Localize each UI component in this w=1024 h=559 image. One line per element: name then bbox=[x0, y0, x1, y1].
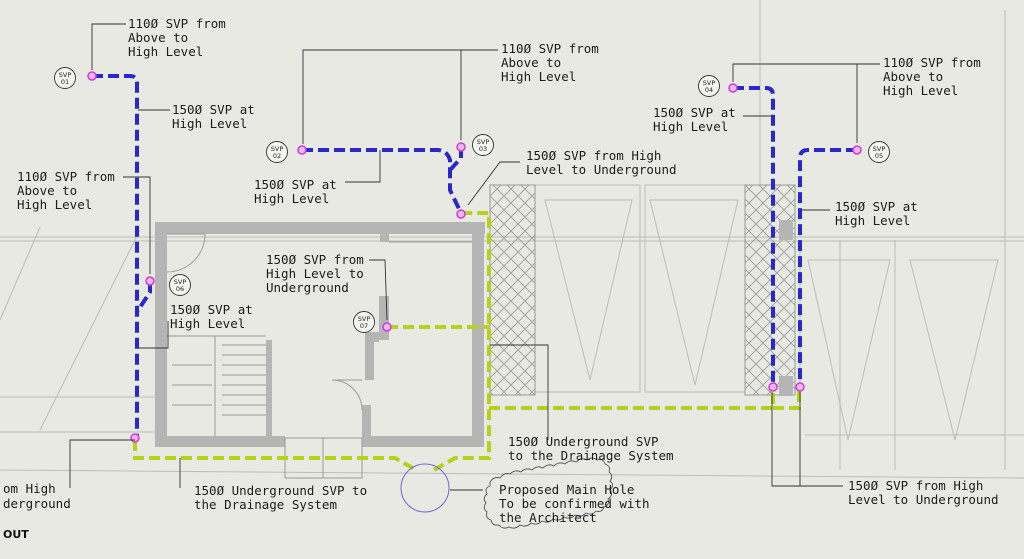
svp05-marker bbox=[852, 145, 862, 155]
underground-run-main bbox=[133, 440, 417, 472]
svp03-marker bbox=[456, 142, 466, 152]
svp05-base-marker bbox=[795, 382, 805, 392]
svp01-base-marker bbox=[130, 433, 140, 443]
proposed-main-hole bbox=[400, 463, 450, 513]
annotation-bottom-left-cut: OUT bbox=[3, 528, 29, 541]
svp01-marker bbox=[87, 71, 97, 81]
svp03-base-marker bbox=[456, 209, 466, 219]
svp-markers bbox=[87, 71, 862, 443]
svp04-base-marker bbox=[768, 382, 778, 392]
svp04-run bbox=[733, 86, 775, 385]
background-linework bbox=[0, 0, 1024, 479]
svp07-marker bbox=[382, 322, 392, 332]
underground-run-right bbox=[489, 387, 775, 410]
main-hole-cloud bbox=[483, 457, 613, 529]
svp05-run bbox=[798, 148, 857, 385]
underground-run-hole-right bbox=[433, 211, 491, 472]
svp04-marker bbox=[728, 83, 738, 93]
leader-lines bbox=[69, 23, 880, 491]
underground-svp-runs bbox=[133, 211, 801, 472]
svp06-marker bbox=[145, 276, 155, 286]
svp01-run bbox=[92, 74, 139, 438]
svp-tag-circles bbox=[54, 67, 890, 333]
hatched-zone-right bbox=[744, 184, 796, 396]
building-walls bbox=[155, 220, 793, 447]
underground-run-svp05 bbox=[773, 387, 801, 410]
interior-details bbox=[166, 233, 472, 479]
svp02-marker bbox=[297, 145, 307, 155]
hatched-zone-left bbox=[489, 184, 536, 396]
svp02-03-run bbox=[302, 148, 463, 214]
